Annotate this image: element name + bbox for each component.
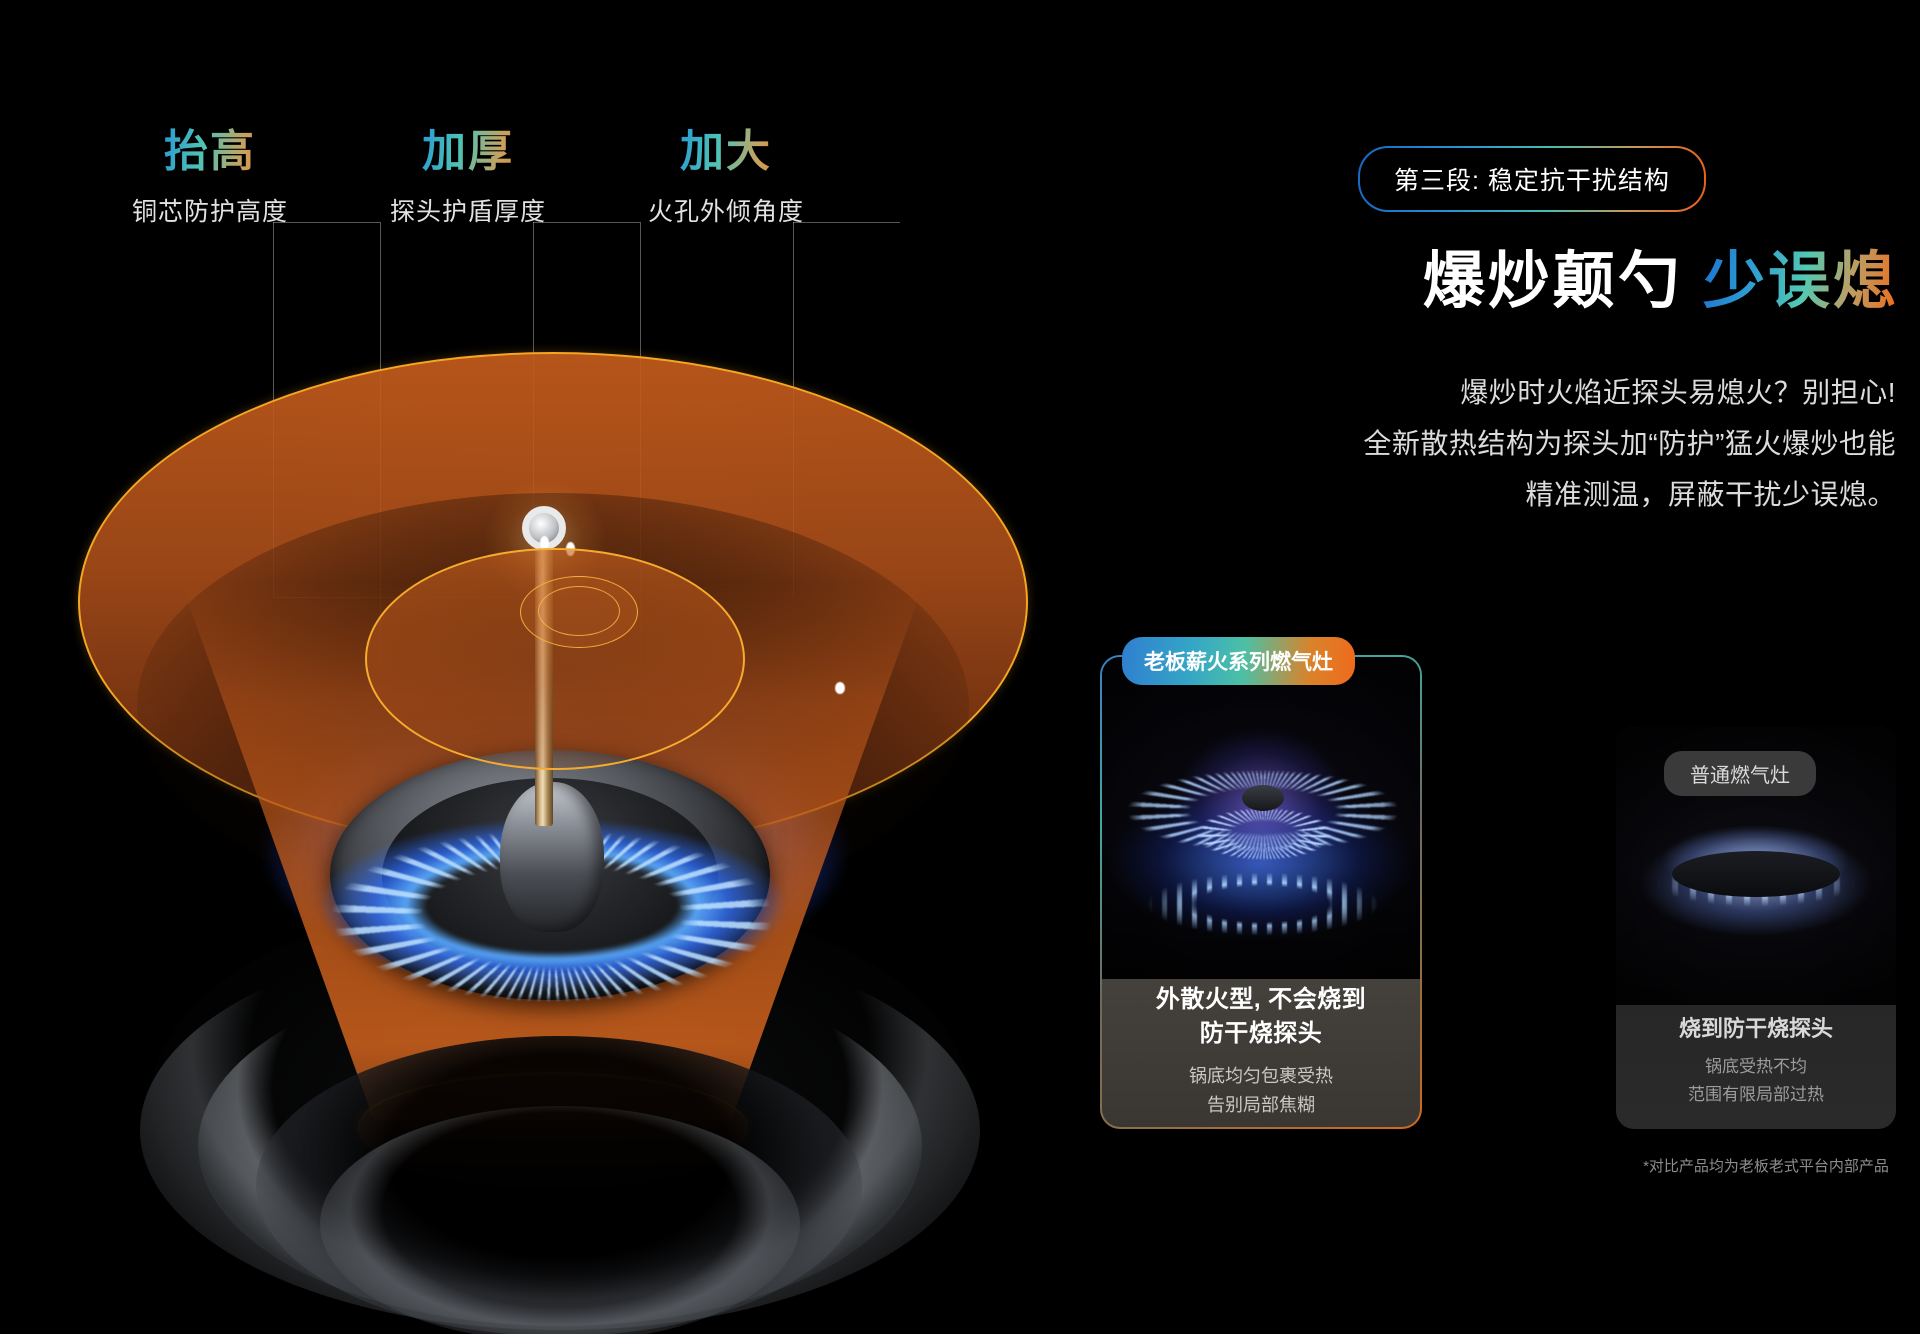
spark-highlight bbox=[835, 682, 845, 694]
callout-enlarged-angle: 加大 火孔外倾角度 bbox=[648, 127, 805, 228]
probe-ring-inner bbox=[538, 586, 620, 636]
body-line: 爆炒时火焰近探头易熄火？别担心! bbox=[1460, 377, 1896, 408]
comparison-card-ordinary: 普通燃气灶 烧到防干烧探头 锅底受热不均 范围有限局部过热 bbox=[1616, 727, 1896, 1129]
product-caption-detail-2: 告别局部焦糊 bbox=[1207, 1095, 1315, 1116]
leader-line-horizontal bbox=[793, 222, 900, 223]
comparison-card-group: 普通燃气灶 烧到防干烧探头 锅底受热不均 范围有限局部过热 老板薪火系列燃气灶 bbox=[1100, 637, 1920, 1215]
ordinary-caption-detail-1: 锅底受热不均 bbox=[1705, 1057, 1807, 1077]
callout-title: 加大 bbox=[648, 127, 804, 176]
callout-raised-height: 抬高 铜芯防护高度 bbox=[132, 127, 289, 228]
product-card-badge: 老板薪火系列燃气灶 bbox=[1122, 637, 1355, 685]
ordinary-caption-title: 烧到防干烧探头 bbox=[1678, 1016, 1833, 1041]
spark-highlight bbox=[540, 536, 549, 550]
product-burner-photo bbox=[1102, 657, 1420, 979]
callout-title: 加厚 bbox=[390, 127, 546, 176]
trivet-ring-4 bbox=[320, 1106, 800, 1334]
body-copy: 爆炒时火焰近探头易熄火？别担心! 全新散热结构为探头加“防护”猛火爆炒也能 精准… bbox=[1100, 368, 1920, 521]
photo-vignette bbox=[1102, 657, 1420, 979]
ordinary-card-caption: 烧到防干烧探头 锅底受热不均 范围有限局部过热 bbox=[1616, 1013, 1896, 1107]
product-caption-detail-1: 锅底均匀包裹受热 bbox=[1189, 1066, 1333, 1087]
comparison-footnote: *对比产品均为老板老式平台内部产品 bbox=[1643, 1158, 1889, 1175]
leader-line-horizontal bbox=[533, 222, 640, 223]
product-caption-title-1: 外散火型, 不会烧到 bbox=[1155, 986, 1367, 1013]
burner-illustration bbox=[30, 330, 1070, 1334]
comparison-card-product: 老板薪火系列燃气灶 外散火型, 不会烧到 防干烧探头 锅底均匀包裹受热 告别局部… bbox=[1100, 637, 1422, 1129]
ordinary-card-badge: 普通燃气灶 bbox=[1664, 751, 1816, 796]
trivet-ring-3 bbox=[256, 1036, 862, 1334]
callout-thickened-shield: 加厚 探头护盾厚度 bbox=[390, 127, 547, 228]
ordinary-caption-detail-2: 范围有限局部过热 bbox=[1688, 1084, 1824, 1104]
product-caption-title-2: 防干烧探头 bbox=[1199, 1020, 1323, 1048]
callout-label-group: 抬高 铜芯防护高度 加厚 探头护盾厚度 加大 火孔外倾角度 bbox=[0, 0, 1000, 667]
callout-subtitle: 铜芯防护高度 bbox=[132, 198, 289, 227]
headline-primary: 爆炒颠勺 bbox=[1422, 247, 1683, 316]
section-chip: 第三段: 稳定抗干扰结构 bbox=[1358, 146, 1706, 212]
body-line: 精准测温，屏蔽干扰少误熄。 bbox=[1525, 478, 1896, 510]
headline-accent: 少误熄 bbox=[1702, 247, 1898, 316]
leader-line-horizontal bbox=[273, 222, 380, 223]
callout-subtitle: 探头护盾厚度 bbox=[390, 198, 547, 227]
callout-title: 抬高 bbox=[132, 127, 288, 176]
product-card-caption: 外散火型, 不会烧到 防干烧探头 锅底均匀包裹受热 告别局部焦糊 bbox=[1102, 983, 1420, 1119]
page-title: 爆炒颠勺 少误熄 bbox=[1100, 230, 1920, 320]
body-line: 全新散热结构为探头加“防护”猛火爆炒也能 bbox=[1363, 427, 1896, 459]
right-content-panel: 第三段: 稳定抗干扰结构 爆炒颠勺 少误熄 爆炒时火焰近探头易熄火？别担心! 全… bbox=[1100, 0, 1920, 1334]
callout-subtitle: 火孔外倾角度 bbox=[648, 198, 805, 227]
